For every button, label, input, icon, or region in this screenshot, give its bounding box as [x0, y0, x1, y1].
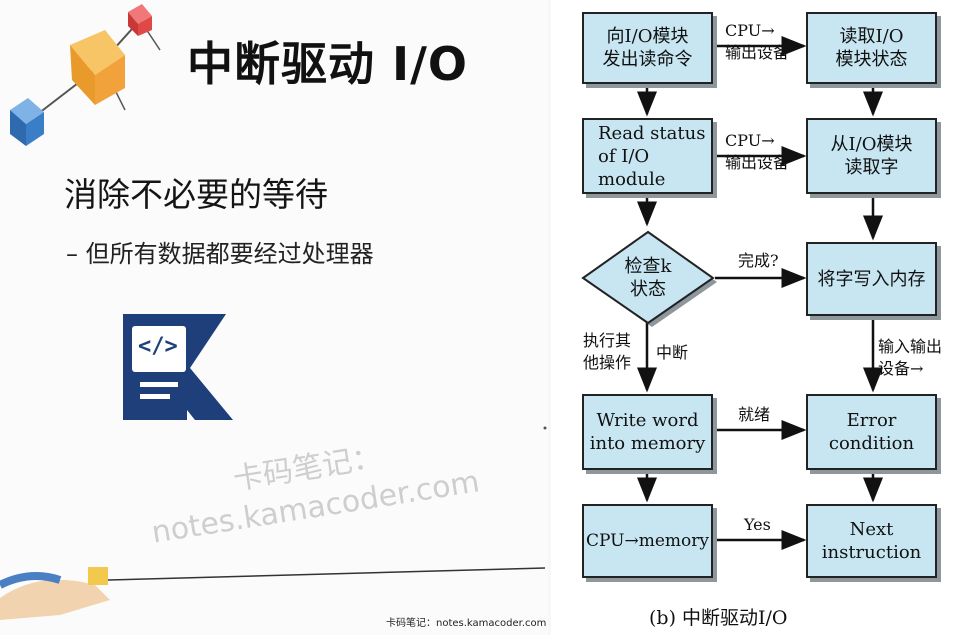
slide-decorations — [0, 4, 547, 620]
box-write-memory-cn: 将字写入内存 — [806, 242, 937, 316]
slide-panel: </> 中断驱动 I/O 消除不必要的等待 – 但所有数据都要经过处理器 卡码笔… — [0, 4, 547, 629]
network-cubes-illustration — [10, 4, 161, 146]
box-next-instruction: Next instruction — [806, 504, 937, 578]
decision-check-status: 检查k 状态 — [624, 256, 672, 300]
kamacoder-logo — [123, 314, 233, 420]
box-read-word: 从I/O模块 读取字 — [806, 118, 937, 194]
label-yes: Yes — [744, 515, 771, 534]
slide-point: 消除不必要的等待 — [64, 175, 328, 214]
decision-diamond — [581, 230, 715, 325]
slide-title: 中断驱动 I/O — [187, 37, 469, 91]
flowchart-caption: (b) 中断驱动I/O — [649, 607, 788, 629]
label-ready: 就绪 — [738, 405, 771, 424]
box-read-status-cn: 读取I/O 模块状态 — [806, 12, 937, 84]
box-read-status-en: Read status of I/O module — [582, 118, 713, 194]
box-error-condition: Error condition — [806, 394, 937, 470]
slide-subpoint: – 但所有数据都要经过处理器 — [66, 240, 374, 268]
logo-code-glyph: </> — [138, 334, 178, 359]
label-interrupt: 中断 — [656, 343, 689, 362]
label-cpu-io-2: CPU→ 输出设备 — [725, 131, 790, 172]
footer-watermark: 卡码笔记：notes.kamacoder.com — [386, 618, 547, 629]
label-done: 完成? — [738, 251, 779, 270]
box-issue-read: 向I/O模块 发出读命令 — [582, 12, 713, 84]
box-write-word: Write word into memory — [582, 394, 713, 470]
hand-illustration — [0, 567, 546, 620]
label-io-cpu: 输入输出 设备→ — [878, 337, 943, 378]
label-do-other: 执行其 他操作 — [583, 331, 632, 372]
box-cpu-memory: CPU→memory — [582, 504, 713, 578]
label-cpu-io-1: CPU→ 输出设备 — [725, 21, 790, 62]
